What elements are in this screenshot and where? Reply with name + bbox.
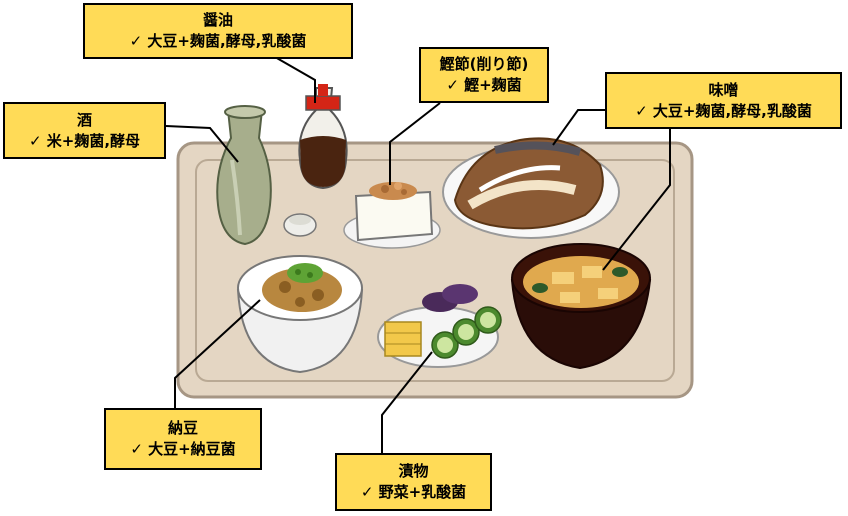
label-miso-title: 味噌 (708, 80, 739, 99)
natto-rice-bowl (236, 255, 364, 374)
label-sake: 酒 ✓ 米+麹菌,酵母 (3, 102, 166, 159)
sake-cup (283, 213, 317, 237)
grilled-fish-plate (442, 137, 620, 239)
label-miso-detail: ✓ 大豆+麹菌,酵母,乳酸菌 (635, 101, 812, 120)
label-natto: 納豆 ✓ 大豆+納豆菌 (104, 408, 262, 470)
label-miso: 味噌 ✓ 大豆+麹菌,酵母,乳酸菌 (605, 72, 842, 129)
label-katsuobushi-title: 鰹節(削り節) (439, 55, 529, 73)
label-natto-title: 納豆 (167, 419, 198, 437)
tofu-dish (343, 182, 441, 249)
label-tsukemono-detail: ✓ 野菜+乳酸菌 (360, 483, 467, 501)
leader-lines (165, 56, 671, 454)
label-soy-sauce-title: 醤油 (202, 11, 233, 29)
label-natto-detail: ✓ 大豆+納豆菌 (130, 440, 236, 458)
label-sake-detail: ✓ 米+麹菌,酵母 (28, 131, 141, 150)
miso-soup-bowl (510, 243, 652, 370)
label-soy-sauce-detail: ✓ 大豆+麹菌,酵母,乳酸菌 (129, 32, 307, 50)
label-katsuobushi: 鰹節(削り節) ✓ 鰹+麹菌 (419, 47, 549, 103)
label-katsuobushi-detail: ✓ 鰹+麹菌 (446, 76, 522, 94)
soy-sauce-bottle (298, 84, 348, 190)
label-tsukemono-title: 漬物 (398, 462, 429, 480)
sake-bottle (216, 105, 272, 246)
label-sake-title: 酒 (76, 110, 92, 129)
label-tsukemono: 漬物 ✓ 野菜+乳酸菌 (335, 453, 492, 511)
label-soy-sauce: 醤油 ✓ 大豆+麹菌,酵母,乳酸菌 (83, 3, 353, 59)
pickles-plate (377, 284, 502, 368)
